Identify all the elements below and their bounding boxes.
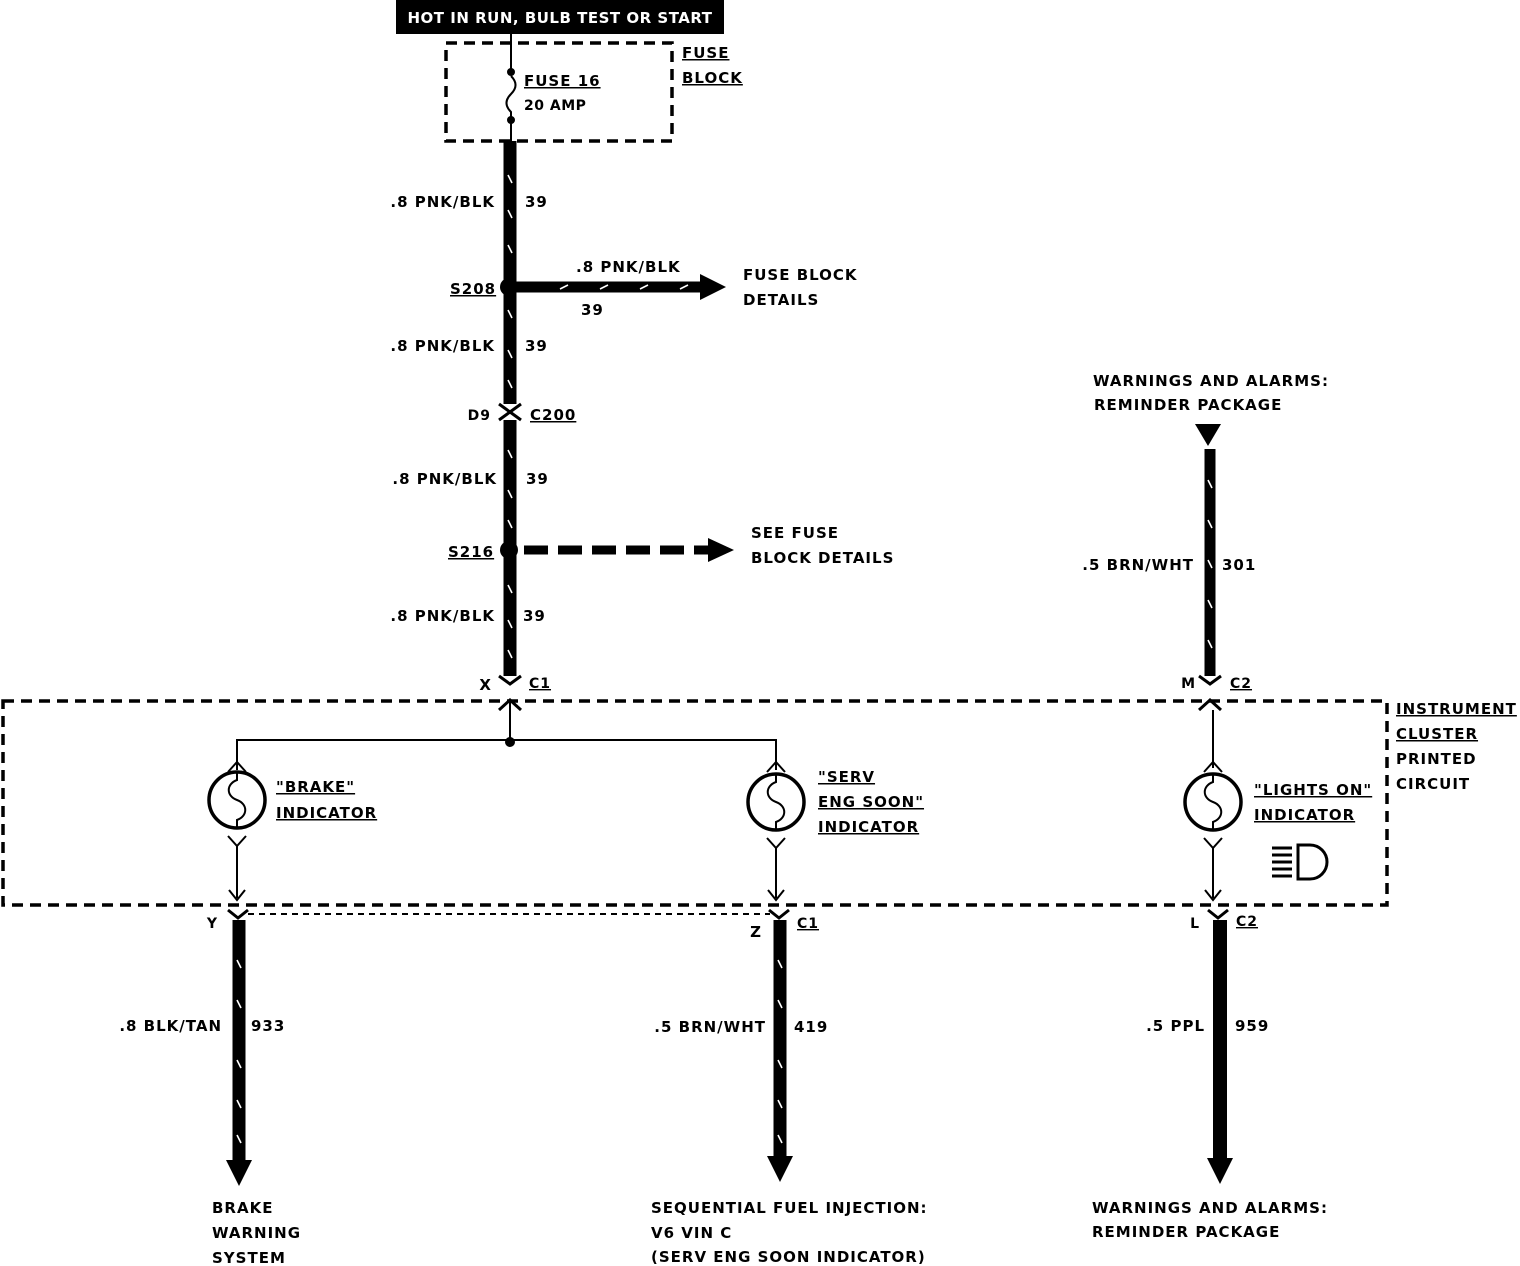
output-wire-933: [226, 920, 252, 1186]
output-wire-419: [767, 920, 793, 1182]
main-wire-circuit-1: 39: [525, 193, 548, 211]
fuse-block-label-2: BLOCK: [682, 69, 743, 87]
lights-on-label-1: "LIGHTS ON": [1254, 781, 1372, 799]
reminder-feed-wire: [1204, 449, 1216, 676]
branch-s216-dest-2: BLOCK DETAILS: [751, 549, 894, 567]
cluster-internal-bus: [236, 737, 777, 770]
instrument-cluster-box: [1, 699, 1389, 907]
brake-indicator-bulb: [207, 760, 267, 902]
fuse-block-box: [444, 41, 674, 143]
dest-reminder-2: REMINDER PACKAGE: [1092, 1223, 1280, 1241]
output-connector-z: [768, 908, 790, 920]
headlamp-icon: [1272, 843, 1329, 881]
output-gauge-419: .5 BRN/WHT: [654, 1018, 766, 1036]
connector-c2-m: [1197, 674, 1223, 712]
reminder-source-arrow: [1195, 424, 1221, 446]
output-pin-y: Y: [206, 916, 218, 932]
power-label: HOT IN RUN, BULB TEST OR START: [408, 9, 713, 27]
splice-s216: [500, 541, 518, 559]
serv-eng-soon-bulb: [746, 760, 806, 902]
output-gauge-959: .5 PPL: [1146, 1017, 1205, 1035]
cluster-label-2: CLUSTER: [1396, 725, 1478, 743]
fuse-symbol: [505, 75, 517, 120]
cluster-pin-m: M: [1181, 676, 1196, 692]
branch-s208-dest-1: FUSE BLOCK: [743, 266, 858, 284]
cluster-label-1: INSTRUMENT: [1396, 700, 1517, 718]
branch-s216-wire: [524, 538, 734, 562]
fuse-name: FUSE 16: [524, 72, 601, 90]
connector-c200: [498, 402, 522, 422]
branch-s208-gauge: .8 PNK/BLK: [576, 258, 681, 276]
output-conn-l: C2: [1236, 914, 1258, 930]
brake-indicator-label-1: "BRAKE": [276, 778, 355, 796]
dest-brake-1: BRAKE: [212, 1199, 273, 1217]
lights-on-bulb: [1183, 710, 1243, 902]
fuse-terminal-top: [507, 68, 515, 76]
connector-c1-x: [497, 674, 523, 742]
c200-pin: D9: [468, 408, 491, 424]
lights-on-label-2: INDICATOR: [1254, 806, 1355, 824]
reminder-circuit: 301: [1222, 556, 1256, 574]
power-label-box: [396, 0, 724, 34]
output-gauge-933: .8 BLK/TAN: [119, 1017, 222, 1035]
branch-s208-circuit: 39: [581, 301, 604, 319]
branch-s216-dest-1: SEE FUSE: [751, 524, 839, 542]
branch-s208-dest-2: DETAILS: [743, 291, 819, 309]
branch-s208-wire: [515, 274, 726, 300]
dest-brake-2: WARNING: [212, 1224, 301, 1242]
reminder-gauge: .5 BRN/WHT: [1082, 556, 1194, 574]
main-wire-gauge-3: .8 PNK/BLK: [392, 470, 497, 488]
fuse-rating: 20 AMP: [524, 98, 586, 114]
output-wire-959: [1207, 920, 1233, 1184]
output-circuit-959: 959: [1235, 1017, 1269, 1035]
cluster-label-4: CIRCUIT: [1396, 775, 1470, 793]
splice-s208-label: S208: [450, 280, 496, 298]
brake-indicator-label-2: INDICATOR: [276, 804, 377, 822]
c200-label: C200: [530, 406, 576, 424]
main-wire-gauge-2: .8 PNK/BLK: [390, 337, 495, 355]
dest-brake-3: SYSTEM: [212, 1249, 286, 1266]
output-connector-y: [227, 908, 249, 920]
main-wire-circuit-2: 39: [525, 337, 548, 355]
output-circuit-419: 419: [794, 1018, 828, 1036]
cluster-conn-c1-in: C1: [529, 676, 551, 692]
serv-indicator-label-2: ENG SOON": [818, 793, 924, 811]
cluster-label-3: PRINTED: [1396, 750, 1477, 768]
output-circuit-933: 933: [251, 1017, 285, 1035]
serv-indicator-label-3: INDICATOR: [818, 818, 919, 836]
cluster-pin-x: X: [479, 676, 492, 694]
main-wire-gauge-4: .8 PNK/BLK: [390, 607, 495, 625]
output-pin-l: L: [1190, 916, 1200, 932]
output-connector-l: [1207, 908, 1229, 920]
main-wire-gauge-1: .8 PNK/BLK: [390, 193, 495, 211]
output-pin-z: Z: [750, 923, 762, 941]
serv-indicator-label-1: "SERV: [818, 768, 875, 786]
main-wire-circuit-3: 39: [526, 470, 549, 488]
dest-reminder-1: WARNINGS AND ALARMS:: [1092, 1199, 1328, 1217]
dest-sfi-1: SEQUENTIAL FUEL INJECTION:: [651, 1199, 928, 1217]
main-wire-circuit-4: 39: [523, 607, 546, 625]
reminder-source-1: WARNINGS AND ALARMS:: [1093, 372, 1329, 390]
cluster-conn-c2-in: C2: [1230, 676, 1252, 692]
splice-s208: [500, 278, 518, 296]
splice-s216-label: S216: [448, 543, 494, 561]
output-conn-z: C1: [797, 916, 819, 932]
dest-sfi-3: (SERV ENG SOON INDICATOR): [651, 1248, 926, 1266]
dest-sfi-2: V6 VIN C: [651, 1224, 732, 1242]
reminder-source-2: REMINDER PACKAGE: [1094, 396, 1282, 414]
main-feed-wire: [503, 141, 517, 676]
fuse-block-label-1: FUSE: [682, 44, 729, 62]
